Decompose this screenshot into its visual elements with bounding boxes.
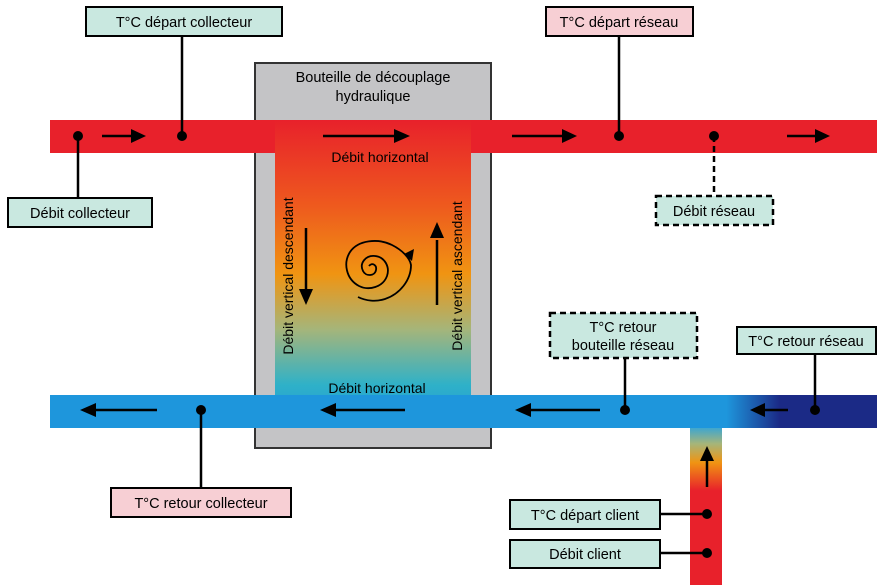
sensor-dot-icon	[709, 131, 719, 141]
cold-return-pipe	[50, 395, 730, 428]
sensor-dot-icon	[614, 131, 624, 141]
label-debit-collecteur: Débit collecteur	[7, 197, 153, 228]
swirl-icon	[345, 240, 412, 302]
bottle-title-line1: Bouteille de découplage	[296, 70, 451, 86]
sensor-dots	[73, 131, 820, 558]
arrow-icon	[515, 403, 600, 417]
sensor-dot-icon	[177, 131, 187, 141]
flow-arrows	[80, 129, 830, 487]
arrow-icon	[323, 129, 410, 143]
label-retour-bouteille-line2: bouteille réseau	[572, 338, 674, 354]
sensor-dot-icon	[196, 405, 206, 415]
bottle-title-line2: hydraulique	[336, 89, 411, 105]
arrow-icon	[787, 129, 830, 143]
label-retour-collecteur: T°C retour collecteur	[110, 487, 292, 518]
label-depart-reseau: T°C départ réseau	[545, 6, 694, 37]
sensor-dot-icon	[702, 509, 712, 519]
flow-left-label: Débit vertical descendant	[280, 197, 296, 354]
label-debit-reseau-text: Débit réseau	[673, 204, 755, 220]
label-retour-reseau-text: T°C retour réseau	[748, 334, 863, 350]
sensor-dot-icon	[810, 405, 820, 415]
label-debit-reseau: Débit réseau	[654, 194, 775, 227]
label-retour-bouteille-line1: T°C retour	[589, 320, 656, 336]
label-retour-bouteille: T°C retour bouteille réseau	[548, 311, 699, 360]
label-debit-collecteur-text: Débit collecteur	[30, 206, 130, 222]
label-retour-collecteur-text: T°C retour collecteur	[134, 496, 267, 512]
arrow-icon	[80, 403, 157, 417]
sensor-dot-icon	[73, 131, 83, 141]
arrow-icon	[700, 446, 714, 487]
swirl-arrowhead-icon	[404, 249, 414, 261]
label-depart-collecteur-text: T°C départ collecteur	[116, 15, 253, 31]
arrow-icon	[102, 129, 146, 143]
flow-top-label: Débit horizontal	[331, 149, 428, 165]
sensor-dot-icon	[620, 405, 630, 415]
label-debit-client: Débit client	[509, 539, 661, 569]
arrow-icon	[750, 403, 788, 417]
label-depart-client-text: T°C départ client	[531, 508, 639, 524]
label-depart-collecteur: T°C départ collecteur	[85, 6, 283, 37]
sensor-dot-icon	[702, 548, 712, 558]
flow-right-label: Débit vertical ascendant	[449, 201, 465, 351]
arrow-icon	[299, 228, 313, 305]
flow-bottom-label: Débit horizontal	[328, 380, 425, 396]
leader-lines	[76, 36, 817, 555]
label-debit-client-text: Débit client	[549, 547, 621, 563]
label-depart-reseau-text: T°C départ réseau	[560, 15, 679, 31]
arrow-icon	[320, 403, 405, 417]
arrow-icon	[430, 222, 444, 305]
label-depart-client: T°C départ client	[509, 499, 661, 530]
network-return-pipe	[700, 395, 877, 428]
label-retour-reseau: T°C retour réseau	[736, 326, 877, 355]
arrow-icon	[512, 129, 577, 143]
